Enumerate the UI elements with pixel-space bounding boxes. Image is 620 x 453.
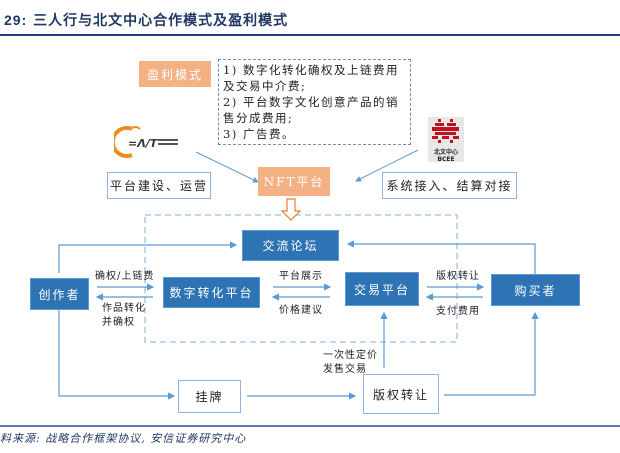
- nft-platform-box: NFT平台: [258, 167, 330, 196]
- profit-note-line: 及交易中介费;: [223, 79, 307, 93]
- label-copyright-transfer: 版权转让: [436, 271, 480, 282]
- figure-number: 29:: [4, 12, 28, 28]
- trade-platform-box: 交易平台: [345, 272, 419, 306]
- source-note: 料来源: 战略合作框架协议, 安信证券研究中心: [0, 432, 247, 445]
- label-price-suggest: 价格建议: [279, 305, 323, 316]
- profit-model-box: 盈利模式: [139, 61, 211, 87]
- profit-note: 1) 数字化转化确权及上链费用 及交易中介费; 2) 平台数字文化创意产品的销 …: [218, 59, 411, 145]
- profit-note-line: 2) 平台数字文化创意产品的销: [223, 95, 399, 109]
- label-payment: 支付费用: [436, 306, 480, 317]
- source-rule: [0, 425, 620, 427]
- svg-text:=Λ/T: =Λ/T: [128, 137, 159, 150]
- arrow-creator-to-listing: [58, 310, 176, 400]
- arrow-copyright-to-buyer: [444, 311, 539, 396]
- label-confirm-fee: 确权/上链费: [95, 271, 155, 282]
- label-one-time-pricing: 一次性定价 发售交易: [323, 350, 378, 375]
- figure-title-text: 三人行与北文中心合作模式及盈利模式: [33, 13, 289, 29]
- sanrenxing-logo: =Λ/T: [114, 126, 178, 158]
- nft-down-arrow: [280, 198, 302, 221]
- bcee-logo: 北文中心 BCEE: [428, 117, 464, 163]
- platform-build-box: 平台建设、运营: [107, 172, 211, 199]
- forum-box: 交流论坛: [242, 230, 339, 261]
- buyer-box: 购买者: [491, 274, 580, 306]
- arrow-sanrenxing-to-nft: [195, 151, 259, 183]
- profit-note-line: 1) 数字化转化确权及上链费用: [223, 63, 399, 77]
- bcee-en-name: BCEE: [437, 156, 455, 163]
- label-platform-show: 平台展示: [279, 271, 323, 282]
- system-access-box: 系统接入、结算对接: [382, 172, 517, 199]
- arrow-creator-to-forum: [58, 241, 238, 273]
- title-rule: [0, 34, 620, 36]
- profit-note-line: 售分成费用;: [223, 111, 294, 125]
- profit-note-line: 3) 广告费。: [223, 127, 295, 141]
- copyright-transfer-box: 版权转让: [363, 374, 439, 414]
- platform-region: [144, 214, 458, 343]
- creator-box: 创作者: [30, 278, 89, 310]
- arrow-buyer-to-forum: [346, 240, 536, 275]
- arrow-bcee-to-nft: [355, 149, 419, 182]
- bcee-cn-name: 北文中心: [433, 149, 458, 156]
- listing-box: 挂牌: [178, 380, 241, 413]
- label-work-convert: 作品转化 并确权: [102, 303, 146, 328]
- digitize-platform-box: 数字转化平台: [163, 277, 260, 308]
- bcee-emblem-icon: [432, 119, 459, 143]
- figure-title: 29: 三人行与北文中心合作模式及盈利模式: [4, 10, 288, 30]
